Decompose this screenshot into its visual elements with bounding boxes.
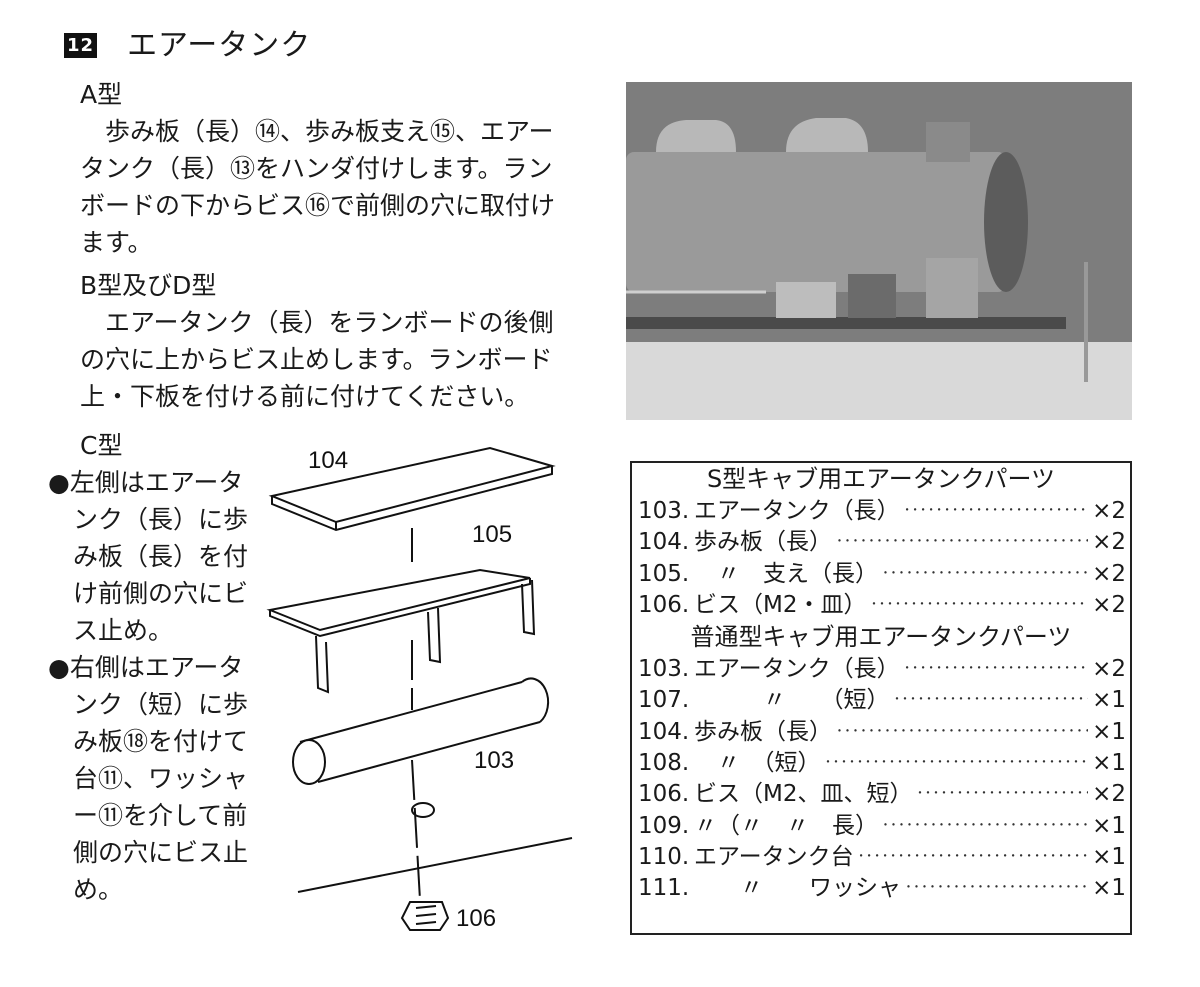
part-name: エアータンク台 — [694, 843, 854, 870]
part-name: 歩み板（長） — [694, 529, 832, 556]
part-number: 104. — [638, 529, 690, 556]
parts-row: 103. エアータンク（長） ･････････････････････････… — [632, 654, 1130, 685]
parts-list-box: S型キャブ用エアータンクパーツ 103. エアータンク（長） ･････････… — [630, 461, 1132, 935]
part-number: 103. — [638, 498, 690, 524]
leader-dots: ････････････････････････････････････････… — [836, 534, 1088, 551]
part-number: 109. — [638, 812, 690, 839]
part-number: 104. — [638, 718, 690, 745]
part-name: エアータンク（長） — [694, 498, 900, 524]
text-line: ンク（短）に歩 — [48, 690, 249, 719]
part-number: 110. — [638, 843, 690, 870]
text-line: ●右側はエアータ — [48, 653, 244, 682]
part-name: 〃 （短） — [694, 750, 821, 777]
text-line: 歩み板（長）⑭、歩み板支え⑮、エアー — [80, 117, 554, 146]
part-qty: ×1 — [1092, 875, 1126, 902]
leader-dots: ････････････････････････････････････････… — [882, 565, 1088, 582]
parts-row: 111. 〃 ワッシャ ････････････････････････････… — [632, 873, 1130, 904]
leader-dots: ････････････････････････････････････････… — [870, 596, 1088, 613]
text-line: ンク（長）に歩 — [48, 505, 249, 534]
part-name: 〃（〃 〃 長） — [694, 812, 878, 839]
text-line: 上・下板を付ける前に付けてください。 — [80, 382, 530, 411]
part-qty: ×2 — [1092, 781, 1126, 808]
leader-dots: ････････････････････････････････････････… — [903, 661, 1089, 678]
type-a-paragraph: 歩み板（長）⑭、歩み板支え⑮、エアー タンク（長）⑬をハンダ付けします。ラン ボ… — [80, 113, 555, 261]
section-number: 12 — [64, 33, 98, 58]
leader-dots: ････････････････････････････････････････… — [916, 786, 1088, 803]
part-qty: ×1 — [1092, 718, 1126, 745]
text-line: ボードの下からビス⑯で前側の穴に取付け — [80, 191, 556, 220]
label-104: 104 — [308, 447, 348, 474]
part-qty: ×2 — [1092, 498, 1126, 524]
part-number: 106. — [638, 781, 690, 808]
type-c-paragraph: ●左側はエアータ ンク（長）に歩 み板（長）を付 け前側の穴にビ ス止め。 ●右… — [48, 464, 248, 908]
part-qty: ×2 — [1092, 591, 1126, 618]
label-105: 105 — [472, 521, 512, 548]
parts-row: 104. 歩み板（長） ････････････････････････････… — [632, 717, 1130, 748]
text-line: エアータンク（長）をランボードの後側 — [80, 308, 554, 337]
text-line: 台⑪、ワッシャ — [48, 764, 249, 793]
part-number: 106. — [638, 591, 690, 618]
parts-group-title: 普通型キャブ用エアータンクパーツ — [690, 623, 1072, 652]
leader-dots: ････････････････････････････････････････… — [905, 880, 1089, 897]
parts-row: 109. 〃（〃 〃 長） ･･････････････････････････… — [632, 811, 1130, 842]
parts-row: 104. 歩み板（長） ････････････････････････････… — [632, 527, 1130, 558]
parts-row: 107. 〃 （短） ･････････････････････････････… — [632, 685, 1130, 716]
part-qty: ×1 — [1092, 687, 1126, 714]
text-line: ス止め。 — [48, 616, 174, 645]
text-line: め。 — [48, 875, 124, 904]
section-heading: 12 エアータンク — [64, 20, 311, 64]
type-a-heading: A型 — [80, 80, 123, 109]
part-qty: ×1 — [1092, 812, 1126, 839]
part-name: ビス（M2・皿） — [694, 591, 867, 618]
part-number: 107. — [638, 687, 690, 714]
part-number: 108. — [638, 750, 690, 777]
parts-row: 110. エアータンク台 ･･･････････････････････････… — [632, 842, 1130, 873]
part-qty: ×1 — [1092, 750, 1126, 777]
parts-row: 106. ビス（M2、皿、短） ････････････････････････… — [632, 779, 1130, 810]
part-qty: ×2 — [1092, 656, 1126, 683]
parts-row: 108. 〃 （短） ･････････････････････････････… — [632, 748, 1130, 779]
leader-dots: ････････････････････････････････････････… — [857, 848, 1088, 865]
type-c-heading: C型 — [80, 431, 123, 460]
part-name: ビス（M2、皿、短） — [694, 781, 913, 808]
text-line: ます。 — [80, 228, 153, 257]
text-line: ー⑪を介して前 — [48, 801, 248, 830]
locomotive-photo — [626, 82, 1132, 420]
label-106: 106 — [456, 905, 496, 932]
part-qty: ×2 — [1092, 560, 1126, 587]
text-line: 側の穴にビス止 — [48, 838, 249, 867]
parts-row: 105. 〃 支え（長） ･･･････････････････････････… — [632, 559, 1130, 590]
exploded-parts-diagram: 104 105 103 106 — [266, 446, 573, 932]
leader-dots: ････････････････････････････････････････… — [836, 723, 1088, 740]
leader-dots: ････････････････････････････････････････… — [903, 503, 1089, 519]
text-line: け前側の穴にビ — [48, 579, 249, 608]
type-bd-paragraph: エアータンク（長）をランボードの後側 の穴に上からビス止めします。ランボード 上… — [80, 304, 554, 415]
text-line: タンク（長）⑬をハンダ付けします。ラン — [80, 154, 553, 183]
text-line: ●左側はエアータ — [48, 468, 244, 497]
part-number: 111. — [638, 875, 690, 902]
text-line: の穴に上からビス止めします。ランボード — [80, 345, 553, 374]
part-name: エアータンク（長） — [694, 656, 900, 683]
leader-dots: ････････････････････････････････････････… — [824, 755, 1089, 772]
part-name: 歩み板（長） — [694, 718, 832, 745]
part-name: 〃 （短） — [694, 687, 890, 714]
parts-row: 103. エアータンク（長） ･････････････････････････… — [632, 496, 1130, 527]
parts-row: 106. ビス（M2・皿） ･･････････････････････････… — [632, 590, 1130, 621]
part-number: 105. — [638, 560, 690, 587]
parts-group-title: S型キャブ用エアータンクパーツ — [706, 465, 1056, 493]
type-bd-heading: B型及びD型 — [80, 271, 217, 300]
leader-dots: ････････････････････････････････････････… — [893, 692, 1089, 709]
label-103: 103 — [474, 747, 514, 774]
text-line: み板⑱を付けて — [48, 727, 249, 756]
part-number: 103. — [638, 656, 690, 683]
leader-dots: ････････････････････････････････････････… — [882, 817, 1088, 834]
part-qty: ×2 — [1092, 529, 1126, 556]
part-name: 〃 支え（長） — [694, 560, 878, 587]
part-qty: ×1 — [1092, 843, 1126, 870]
text-line: み板（長）を付 — [48, 542, 249, 571]
part-name: 〃 ワッシャ — [694, 875, 901, 902]
section-title: エアータンク — [127, 28, 312, 63]
